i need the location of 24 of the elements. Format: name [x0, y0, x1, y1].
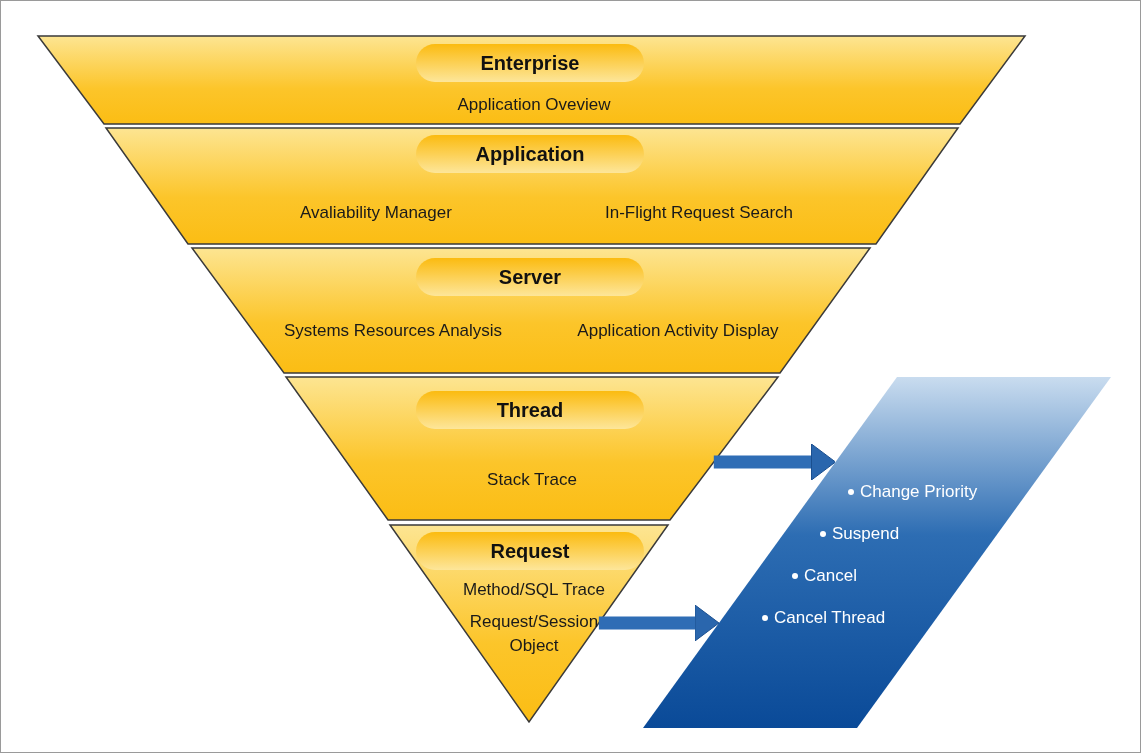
action-item: Cancel Thread [762, 608, 886, 628]
tier-heading: Application [416, 135, 644, 173]
feature-label: Stack Trace [486, 469, 578, 491]
tier-heading: Server [416, 258, 644, 296]
action-item: Cancel [792, 566, 857, 586]
pyramid-band [390, 525, 668, 722]
pyramid-band [286, 377, 778, 520]
feature-label: Avaliability Manager [299, 202, 453, 224]
pyramid-band [38, 36, 1025, 124]
pyramid-band [192, 248, 870, 373]
feature-label: Systems Resources Analysis [282, 320, 504, 342]
feature-label: In-Flight Request Search [603, 202, 794, 224]
tier-heading: Enterprise [416, 44, 644, 82]
feature-label: Method/SQL Trace [461, 579, 607, 601]
block-arrow [713, 443, 836, 481]
pyramid-band [106, 128, 958, 244]
feature-label: Application Oveview [456, 94, 612, 116]
tier-heading: Thread [416, 391, 644, 429]
block-arrow [598, 604, 720, 642]
tier-heading: Request [416, 532, 644, 570]
feature-label: Application Activity Display [576, 320, 780, 342]
feature-label: Request/Session Object [468, 611, 600, 657]
action-item: Change Priority [848, 482, 978, 502]
action-item: Suspend [820, 524, 900, 544]
